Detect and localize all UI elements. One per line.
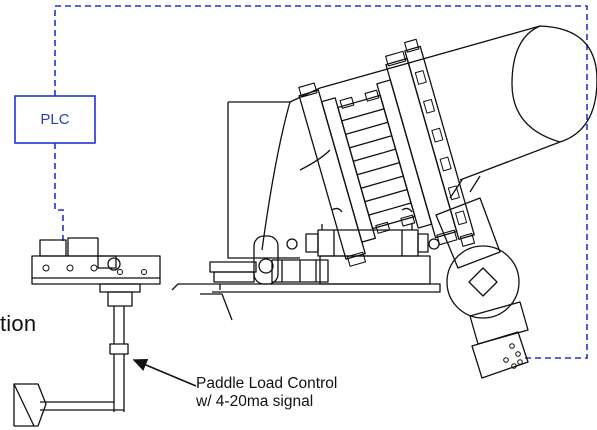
gate-linkage (209, 235, 329, 285)
paddle-load-control (13, 237, 161, 427)
plc-box: PLC (14, 95, 96, 144)
base-plate (171, 255, 441, 321)
chute-housing (227, 87, 321, 259)
pipe (299, 25, 597, 181)
plc-label: PLC (40, 111, 69, 128)
partial-caption-text: tion (0, 311, 37, 336)
expansion-bellows (298, 38, 476, 267)
rotary-valve (435, 175, 529, 379)
callout-arrow (132, 359, 197, 387)
air-cylinder (286, 207, 440, 257)
paddle-load-control-callout: Paddle Load Control w/ 4-20ma signal (196, 375, 337, 411)
callout-line-2: w/ 4-20ma signal (196, 393, 314, 410)
callout-line-1: Paddle Load Control (196, 375, 338, 392)
signal-wiring (54, 5, 588, 359)
